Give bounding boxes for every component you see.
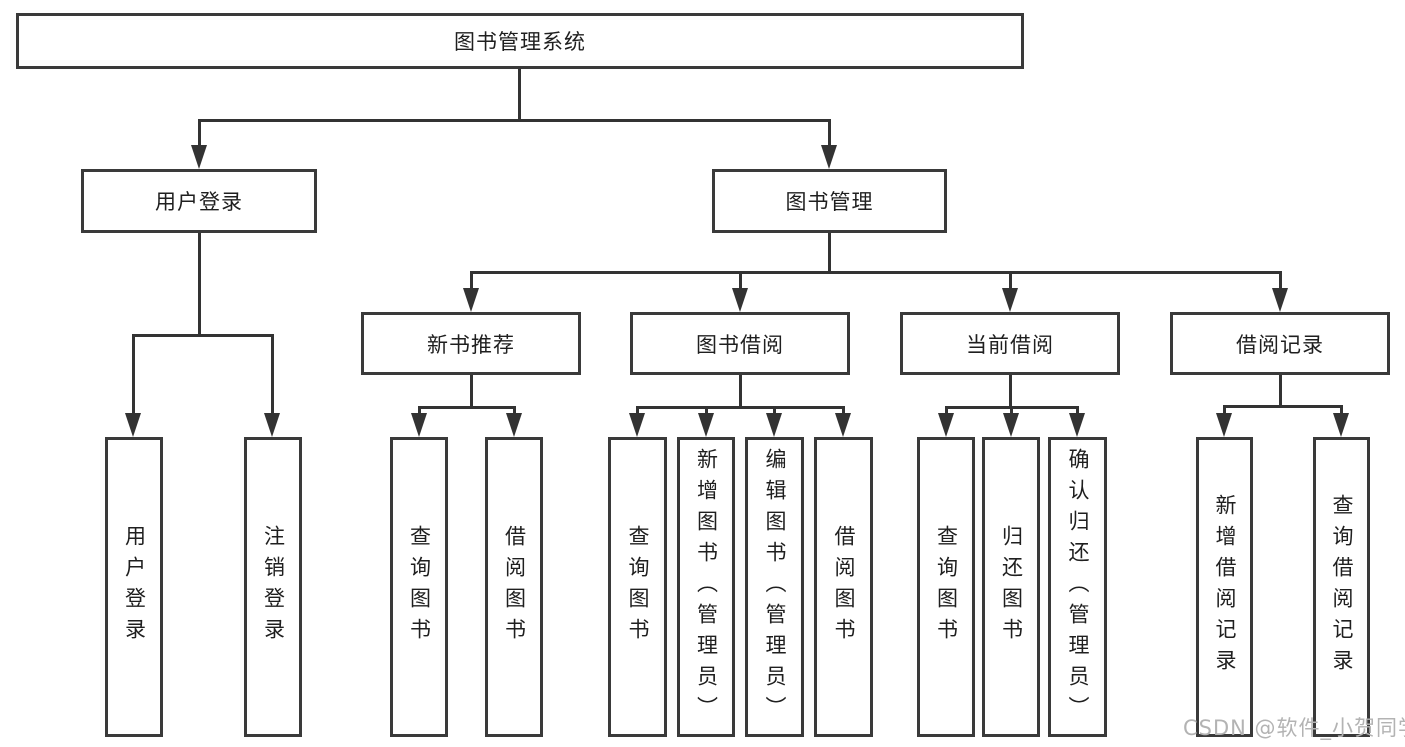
connector-line [828,119,831,149]
connector-line [470,375,473,408]
connector-line [132,334,274,337]
node-label: 新书推荐 [427,332,515,357]
leaf-edit-books-admin: 编辑图书（管理员） [745,437,804,737]
connector-line [132,334,135,416]
arrowhead-down [1002,288,1018,312]
node-book-management: 图书管理 [712,169,947,233]
connector-line [1009,375,1012,408]
connector-line [1279,271,1282,291]
leaf-borrow-books: 借阅图书 [485,437,543,737]
node-label: 确认归还（管理员） [1066,447,1090,727]
connector-line [470,271,1281,274]
arrowhead-down [191,145,207,169]
arrowhead-down [1272,288,1288,312]
connector-line [1076,406,1079,416]
node-borrowing-records: 借阅记录 [1170,312,1390,375]
connector-line [1223,405,1343,408]
node-label: 归还图书 [999,525,1024,649]
connector-line [418,406,516,409]
leaf-logout: 注销登录 [244,437,302,737]
connector-line [1279,375,1282,407]
node-current-borrowing: 当前借阅 [900,312,1120,375]
arrowhead-down [1333,413,1349,437]
connector-line [773,406,776,416]
node-user-login: 用户登录 [81,169,317,233]
node-label: 借阅记录 [1236,332,1324,357]
connector-line [1223,405,1226,416]
connector-line [513,406,516,416]
arrowhead-down [125,413,141,437]
arrowhead-down [629,413,645,437]
node-label: 新增借阅记录 [1213,494,1237,680]
arrowhead-down [766,413,782,437]
leaf-add-books-admin: 新增图书（管理员） [677,437,735,737]
node-label: 用户登录 [155,190,243,214]
node-label: 当前借阅 [966,332,1054,357]
connector-line [518,69,521,121]
arrowhead-down [698,413,714,437]
node-label: 借阅图书 [502,525,527,649]
connector-line [418,406,421,416]
connector-line [198,119,831,122]
arrowhead-down [938,413,954,437]
node-label: 图书管理 [785,190,874,214]
node-new-book-recommendation: 新书推荐 [361,312,581,375]
node-library-management-system: 图书管理系统 [16,13,1024,69]
csdn-watermark: CSDN @软件_小贺同学 [1183,716,1405,740]
node-label: 图书借阅 [696,332,784,357]
connector-line [705,406,708,416]
connector-line [1340,405,1343,416]
leaf-return-books: 归还图书 [982,437,1040,737]
arrowhead-down [506,413,522,437]
node-book-borrowing: 图书借阅 [630,312,850,375]
arrowhead-down [732,288,748,312]
node-label: 新增图书（管理员） [694,447,719,727]
node-label: 查询借阅记录 [1330,494,1354,680]
connector-line [470,271,473,291]
connector-line [842,406,845,416]
leaf-borrow-books: 借阅图书 [814,437,873,737]
arrowhead-down [1216,413,1232,437]
leaf-query-books: 查询图书 [917,437,975,737]
connector-line [739,375,742,408]
arrowhead-down [1069,413,1085,437]
arrowhead-down [835,413,851,437]
connector-line [1010,406,1013,416]
connector-line [636,406,845,409]
arrowhead-down [411,413,427,437]
connector-line [636,406,639,416]
arrowhead-down [821,145,837,169]
connector-line [1009,271,1012,291]
node-label: 图书管理系统 [454,30,586,54]
node-label: 查询图书 [626,525,650,649]
leaf-user-login: 用户登录 [105,437,163,737]
connector-line [271,334,274,416]
connector-line [739,271,742,291]
arrowhead-down [463,288,479,312]
arrowhead-down [264,413,280,437]
leaf-add-borrow-record: 新增借阅记录 [1196,437,1253,737]
connector-line [945,406,948,416]
leaf-query-books: 查询图书 [390,437,448,737]
node-label: 借阅图书 [832,525,856,649]
node-label: 编辑图书（管理员） [763,447,787,727]
arrowhead-down [1003,413,1019,437]
node-label: 注销登录 [261,525,286,649]
node-label: 查询图书 [407,525,432,649]
leaf-query-borrow-record: 查询借阅记录 [1313,437,1370,737]
connector-line [198,233,201,336]
connector-line [198,119,201,149]
node-label: 用户登录 [122,525,147,649]
node-label: 查询图书 [934,525,959,649]
leaf-confirm-return-admin: 确认归还（管理员） [1048,437,1107,737]
connector-line [828,233,831,273]
leaf-query-books: 查询图书 [608,437,667,737]
